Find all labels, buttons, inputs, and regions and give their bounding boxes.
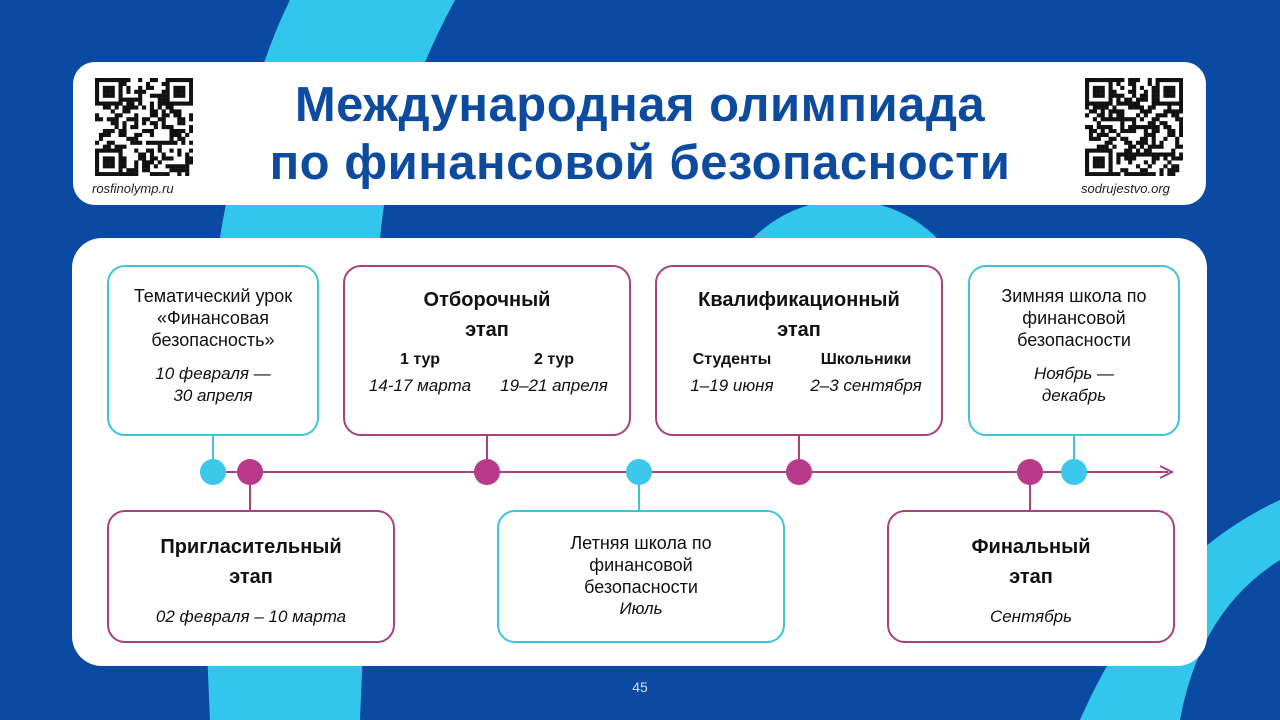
group-label: Школьники [820,351,912,368]
card-dates: 02 февраля – 10 марта [155,607,347,626]
group-dates: 2–3 сентября [810,376,922,395]
connector [1073,436,1075,472]
card-invitation-stage: Пригласительный этап 02 февраля – 10 мар… [107,510,395,643]
round-label: 1 тур [399,351,441,368]
qr-code-right[interactable] [1085,78,1183,176]
card-dates: 10 февраля — 30 апреля [155,364,271,405]
card-thematic-lesson: Тематический урок «Финансовая безопаснос… [107,265,319,436]
connector [249,472,251,510]
card-title: Тематический урок «Финансовая безопаснос… [133,286,293,350]
group-dates: 1–19 июня [690,376,774,395]
card-qualifying-stage: Отборочный этап 1 тур 14-17 марта 2 тур 19… [343,265,631,436]
timeline-dot [1061,459,1087,485]
timeline-dot [626,459,652,485]
timeline-dot [786,459,812,485]
connector [212,436,214,472]
card-final-stage: Финальный этап Сентябрь [887,510,1175,643]
header-panel [73,62,1206,205]
title-line-1: Международная олимпиада [294,78,986,132]
timeline-dot [474,459,500,485]
connector [486,436,488,472]
timeline-dot [237,459,263,485]
connector [638,472,640,510]
right-url[interactable]: sodrujestvo.org [1081,181,1170,196]
connector [798,436,800,472]
card-title: Квалификационный этап [698,289,900,341]
left-url[interactable]: rosfinolymp.ru [92,181,174,196]
round-dates: 19–21 апреля [500,376,608,395]
card-dates: Июль [619,599,663,618]
card-title: Финальный этап [971,536,1091,588]
card-dates: Сентябрь [989,607,1073,626]
card-winter-school: Зимняя школа по финансовой безопасности … [968,265,1180,436]
timeline-dot [200,459,226,485]
timeline-dot [1017,459,1043,485]
card-title: Пригласительный этап [160,536,342,588]
card-title: Летняя школа по финансовой безопасности [570,533,712,597]
arrow-icon [1159,465,1175,479]
card-title: Зимняя школа по финансовой безопасности [1001,286,1147,350]
card-title: Отборочный этап [423,289,551,341]
card-summer-school: Летняя школа по финансовой безопасности … [497,510,785,643]
title-line-2: по финансовой безопасности [269,136,1011,190]
group-label: Студенты [692,351,772,368]
round-label: 2 тур [533,351,575,368]
connector [1029,472,1031,510]
page-number: 45 [632,679,648,695]
card-dates: Ноябрь — декабрь [1033,364,1115,405]
round-dates: 14-17 марта [368,376,472,395]
qr-code-left[interactable] [95,78,193,176]
